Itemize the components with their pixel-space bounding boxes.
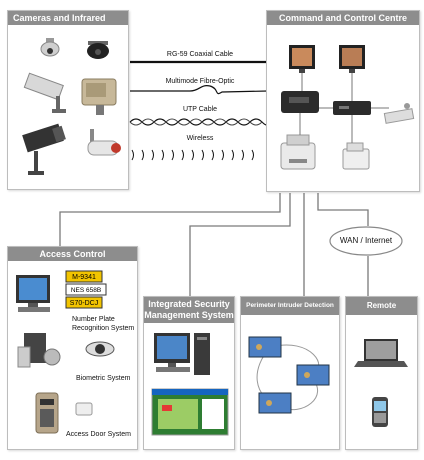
fibre-label: Multimode Fibre-Optic xyxy=(165,78,235,85)
plate-1: M-9341 xyxy=(72,274,96,281)
sensor-loop xyxy=(256,344,320,411)
network-recorder-icon xyxy=(333,101,371,115)
remote-devices xyxy=(354,339,408,427)
fibre-cable xyxy=(130,85,269,95)
camera-devices xyxy=(22,38,121,175)
label-printer-icon xyxy=(342,142,370,170)
eye-scan-icon xyxy=(85,341,115,357)
biometric-label: Biometric System xyxy=(76,375,131,382)
monitor-icon xyxy=(289,45,315,73)
isms-panel: Integrated Security Management System xyxy=(143,296,235,450)
plate-3: S70-DCJ xyxy=(70,300,98,307)
link-isms xyxy=(189,193,291,296)
sensor-board-icon xyxy=(258,392,292,414)
pids-panel: Perimeter Intruder Detection System xyxy=(240,296,340,450)
ptz-camera-icon xyxy=(81,78,117,115)
mobile-phone-icon xyxy=(372,397,388,427)
pids-title: Perimeter Intruder Detection System xyxy=(241,297,339,327)
cameras-title: Cameras and Infrared Light xyxy=(8,11,128,37)
plate-recognition-label: Number Plate Recognition System xyxy=(72,316,135,332)
access-title: Access Control xyxy=(8,247,137,261)
utp-label: UTP Cable xyxy=(182,106,218,113)
coax-label: RG-59 Coaxial Cable xyxy=(166,51,234,58)
license-plate-icon: S70-DCJ xyxy=(65,296,103,309)
isms-devices xyxy=(151,333,229,436)
bullet-camera-icon xyxy=(87,129,121,156)
infrared-camera-icon xyxy=(22,123,66,175)
command-panel: Command and Control Centre xyxy=(266,10,420,192)
laptop-icon xyxy=(354,339,408,367)
remote-panel: Remote Monitoring xyxy=(345,296,418,450)
command-title: Command and Control Centre xyxy=(267,11,419,25)
license-plate-icon: M-9341 xyxy=(65,270,103,283)
dome-camera-icon xyxy=(40,38,60,57)
command-devices xyxy=(280,45,415,170)
computer-icon xyxy=(16,275,50,312)
access-card-icon xyxy=(75,402,93,416)
printer-icon xyxy=(280,134,316,170)
monitor-icon xyxy=(339,45,365,73)
keyboard-joystick-icon xyxy=(383,103,415,124)
box-camera-icon xyxy=(23,72,66,113)
wan-label: WAN / Internet xyxy=(339,236,393,245)
remote-title: Remote Monitoring xyxy=(346,297,417,328)
workstation-icon xyxy=(154,333,210,375)
keypad-icon xyxy=(35,392,59,434)
wireless-label: Wireless xyxy=(186,135,214,142)
link-access xyxy=(59,193,281,246)
sensor-board-icon xyxy=(248,336,282,358)
license-plate-icon: NES 658B xyxy=(65,283,107,296)
plate-2: NES 658B xyxy=(71,287,101,294)
biometric-scanner-icon xyxy=(17,333,61,368)
management-software-screen-icon xyxy=(151,388,229,436)
wireless-waves xyxy=(131,149,254,161)
dvr-recorder-icon xyxy=(281,91,319,113)
access-devices: M-9341 NES 658B S70-DCJ xyxy=(16,270,115,434)
access-panel: Access Control M-9341 NES 658B S70-DCJ xyxy=(7,246,138,450)
cameras-panel: Cameras and Infrared Light xyxy=(7,10,129,190)
pids-devices xyxy=(248,336,330,414)
isms-title: Integrated Security Management System xyxy=(144,297,234,323)
dome-camera-black-icon xyxy=(87,41,109,59)
access-door-label: Access Door System xyxy=(66,431,131,438)
sensor-board-icon xyxy=(296,364,330,386)
link-remote xyxy=(317,193,369,226)
